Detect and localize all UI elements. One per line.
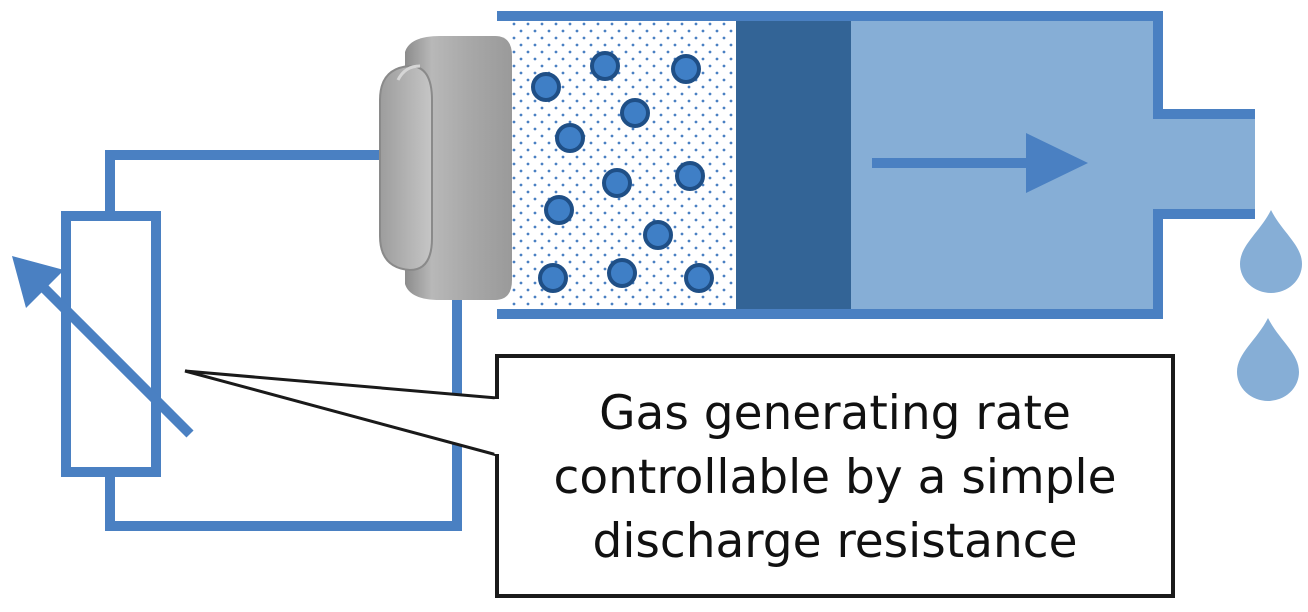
droplet-icon (1237, 318, 1299, 401)
cell-rim (396, 64, 421, 81)
cylinder-outline (497, 11, 1255, 319)
gas-particle (538, 263, 568, 293)
callout-box (495, 354, 1175, 598)
gas-particle (620, 98, 650, 128)
gas-particle (590, 51, 620, 81)
gas-particle (643, 220, 673, 250)
top-wire (105, 150, 380, 218)
callout-line-3: discharge resistance (592, 514, 1078, 569)
gas-particle (684, 263, 714, 293)
gas-particle (675, 161, 705, 191)
flow-arrow-head (1026, 133, 1088, 193)
piston (736, 21, 851, 309)
gas-particle (602, 168, 632, 198)
variable-resistor-icon (12, 211, 194, 477)
droplet-icon (1240, 210, 1302, 293)
outlet-nozzle (1155, 114, 1255, 214)
callout (184, 354, 1175, 598)
resistor-arrow-head (12, 256, 64, 308)
cylinder-cell-icon (379, 36, 512, 300)
droplets (1237, 210, 1302, 401)
callout-line-1: Gas generating rate (599, 386, 1071, 441)
gas-particles (531, 51, 714, 293)
callout-label: Gas generating rate controllable by a si… (497, 356, 1173, 596)
callout-pointer (184, 369, 499, 457)
gas-particle (555, 123, 585, 153)
gas-particle (671, 54, 701, 84)
right-arrow-icon (872, 133, 1088, 193)
gas-particle (544, 195, 574, 225)
resistor-body (61, 211, 161, 477)
callout-line-2: controllable by a simple (553, 450, 1117, 505)
gas-particle (531, 72, 561, 102)
cell-face (379, 64, 433, 272)
gas-particle (607, 258, 637, 288)
resistor-arrow-shaft (30, 274, 194, 438)
